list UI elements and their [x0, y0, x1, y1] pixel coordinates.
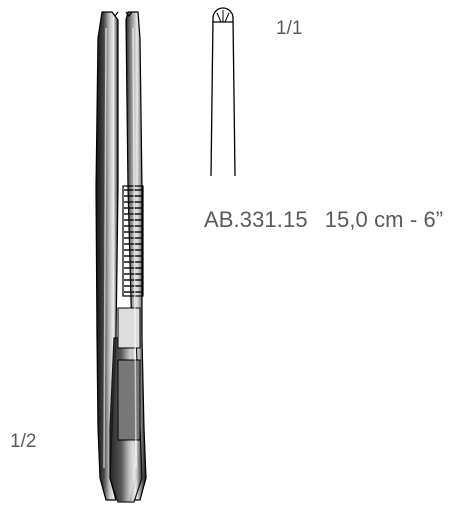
- tip-detail-illustration: [205, 4, 241, 184]
- main-scale-label: 1/2: [10, 431, 37, 452]
- product-code: AB.331.15: [204, 207, 308, 232]
- product-size: 15,0 cm - 6”: [324, 207, 444, 232]
- tip-detail-icon: [210, 7, 236, 177]
- forceps-icon: [95, 11, 147, 503]
- detail-scale-label: 1/1: [276, 18, 303, 39]
- product-spec: AB.331.15 15,0 cm - 6”: [204, 209, 443, 231]
- forceps-illustration: [88, 8, 168, 508]
